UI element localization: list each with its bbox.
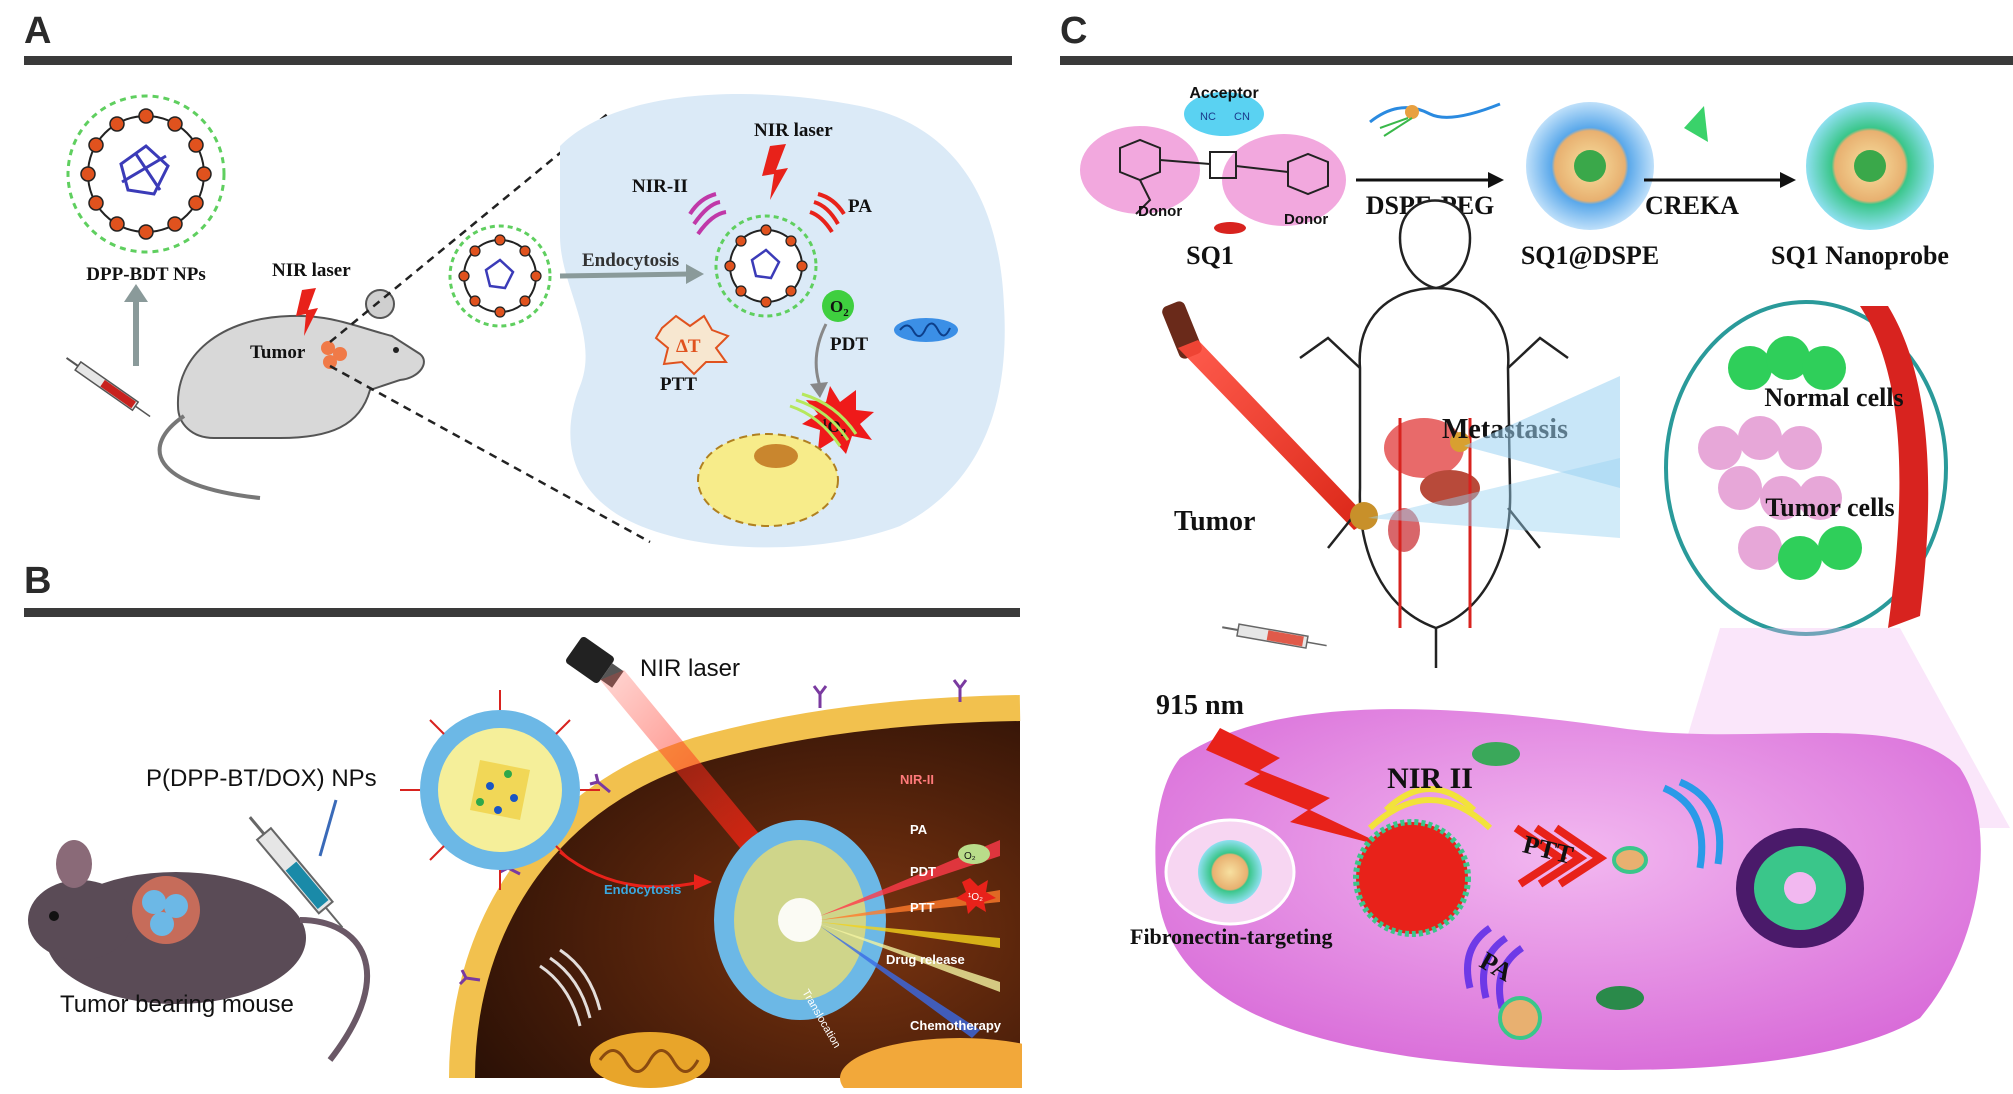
arrow-creka-icon — [1780, 172, 1796, 188]
endocytosis-arrow-icon — [694, 874, 712, 890]
small-nanoparticle — [448, 224, 552, 328]
syringe-icon — [248, 816, 344, 929]
fibronectin-label: Fibronectin-targeting — [1130, 924, 1332, 949]
tumor-dot — [321, 341, 335, 355]
nir-ii-wave-icon — [688, 192, 727, 236]
panel-b-letter: B — [24, 560, 52, 602]
cell-nir-laser-label: NIR laser — [754, 120, 833, 141]
nc-label: NC — [1200, 111, 1216, 123]
mitochondria-icon — [894, 318, 958, 342]
blood-vessel — [1860, 306, 1929, 628]
laser-bolt-icon — [1206, 728, 1390, 848]
cn-label: CN — [1234, 111, 1250, 123]
heat-burst — [654, 314, 730, 376]
o2-bubble — [958, 844, 990, 864]
panel-a-rule — [24, 56, 1012, 65]
dpp-bdt-nanoparticle — [66, 94, 226, 254]
internal-nanoparticle — [714, 214, 818, 318]
panel-b-rule — [24, 608, 1020, 617]
arrow-head-icon — [124, 284, 148, 302]
cell-laser-bolt-icon — [762, 144, 788, 200]
internalized-nanoparticle — [714, 820, 886, 1020]
nir-laser-label: NIR laser — [272, 260, 351, 281]
pa-label: PA — [848, 196, 872, 217]
donor-right-label: Donor — [1284, 211, 1328, 228]
cell-body — [560, 94, 1005, 548]
endocytosis-label: Endocytosis — [582, 250, 679, 271]
wavelength-label: 915 nm — [1156, 690, 1244, 721]
arrow-dspe-icon — [1488, 172, 1504, 188]
nir-laser-label: NIR laser — [640, 655, 740, 682]
tumor-label: Tumor — [250, 342, 306, 363]
mouse-icon — [28, 840, 371, 1062]
nanoprobe-label: SQ1 Nanoprobe — [1771, 241, 1949, 270]
singlet-sup: 1 — [822, 417, 828, 429]
svg-text:O2: O2 — [830, 297, 849, 319]
syringe-icon — [65, 357, 151, 418]
drug-release-label: Drug release — [886, 952, 965, 967]
creka-label: CREKA — [1645, 191, 1739, 220]
mitochondria-icon — [590, 1032, 710, 1088]
pdt-label: PDT — [910, 864, 936, 879]
endocytosis-label: Endocytosis — [604, 882, 681, 897]
o2-sub: 2 — [843, 307, 849, 319]
o2-label: O — [830, 297, 843, 316]
pa-wave-icon — [809, 192, 846, 234]
mouse-icon — [157, 289, 425, 500]
panel-c-rule — [1060, 56, 2013, 65]
panel-a-letter: A — [24, 10, 52, 52]
nir-ii-wave-icon — [1367, 786, 1493, 831]
nir-ii-label: NIR II — [1387, 762, 1473, 795]
acceptor-label: Acceptor — [1189, 85, 1258, 102]
tumor-cells-label: Tumor cells — [1765, 493, 1894, 522]
singlet-burst-icon — [956, 878, 996, 914]
pa-label: PA — [910, 822, 928, 837]
dpp-bdt-label: DPP-BDT NPs — [86, 264, 205, 285]
panel-c-diagram: Acceptor NC CN Donor Donor SQ1 DSPE-PEG … — [1080, 85, 2010, 1070]
panel-c-letter: C — [1060, 10, 1088, 52]
nir-ii-label: NIR-II — [632, 176, 688, 197]
tumor-label: Tumor — [1174, 506, 1255, 537]
panel-b-diagram: Endocytosis NIR laser NIR-II PA PDT PTT … — [28, 636, 1022, 1088]
delta-t-label: ΔT — [676, 336, 701, 357]
sq1-label: SQ1 — [1186, 241, 1234, 270]
tumor-site — [1350, 502, 1378, 530]
syringe-icon — [1222, 623, 1327, 649]
cell-nanoprobe — [1353, 819, 1471, 937]
nucleus-icon — [697, 392, 858, 527]
ptt-label: PTT — [660, 374, 697, 395]
er-icon — [1662, 778, 1724, 869]
sq1-structure — [1119, 138, 1329, 215]
mitochondria-icon — [1472, 742, 1520, 766]
acceptor-blob — [1184, 92, 1264, 136]
mouse-label: Tumor bearing mouse — [60, 991, 294, 1018]
golgi-icon — [539, 948, 602, 1027]
ptt-label: PTT — [910, 900, 935, 915]
dox-nanoparticle — [400, 690, 600, 890]
singlet-label: ¹O₂ — [968, 892, 983, 903]
metastasis-site — [1450, 432, 1470, 452]
o2-label: O₂ — [964, 851, 976, 862]
laser-bolt-icon — [296, 288, 318, 336]
donor-left-blob — [1080, 126, 1200, 214]
donor-left-label: Donor — [1138, 203, 1182, 220]
pa-wave-icon — [1464, 925, 1525, 1009]
np-label: P(DPP-BT/DOX) NPs — [146, 765, 377, 792]
o2-bubble — [822, 290, 854, 322]
sq1-dspe-label: SQ1@DSPE — [1521, 241, 1659, 270]
normal-cells-label: Normal cells — [1764, 383, 1903, 412]
nir-ii-label: NIR-II — [900, 772, 934, 787]
ptt-wave-icon — [1513, 824, 1608, 888]
singlet-oxygen-burst — [802, 386, 874, 454]
pdt-label: PDT — [830, 334, 868, 355]
cell-body — [1155, 709, 1981, 1070]
panel-a-diagram: DPP-BDT NPs Tumor NIR laser Endocytosis — [65, 94, 1005, 548]
creka-peptide-icon — [1684, 106, 1708, 142]
endocytosis-arrow-icon — [686, 264, 704, 284]
laser-beam — [1178, 340, 1370, 530]
chemotherapy-label: Chemotherapy — [910, 1018, 1002, 1033]
pdt-arrow-icon — [810, 382, 828, 398]
nucleus-icon — [840, 1038, 1022, 1088]
